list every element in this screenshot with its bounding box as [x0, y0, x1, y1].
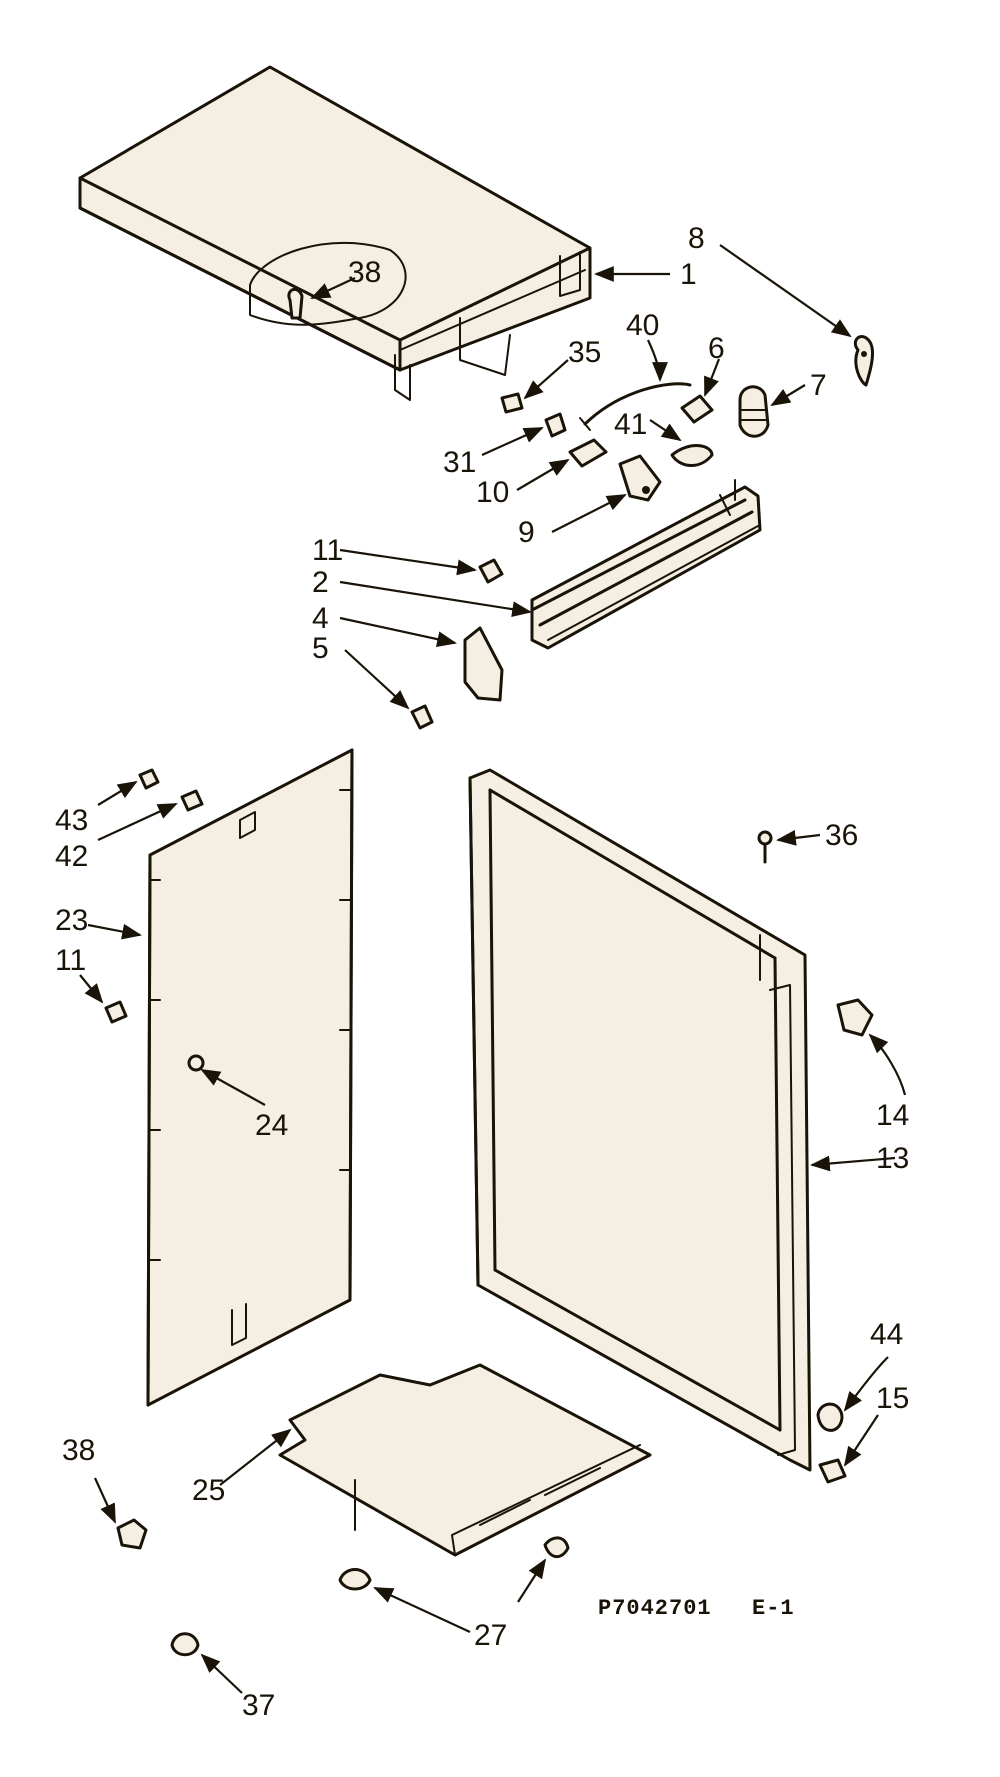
callout-23: 23	[55, 904, 88, 937]
callout-37: 37	[242, 1689, 275, 1722]
bottom-plate	[278, 1363, 652, 1557]
callout-44: 44	[870, 1318, 903, 1351]
callout-2: 2	[312, 566, 329, 599]
diagram-code: P7042701	[598, 1596, 712, 1621]
callout-11-side: 11	[55, 944, 86, 977]
callout-24: 24	[255, 1109, 288, 1142]
top-cover	[78, 65, 592, 401]
screw-15	[818, 1458, 847, 1484]
callout-14: 14	[876, 1099, 909, 1132]
callout-15: 15	[876, 1382, 909, 1415]
callout-4: 4	[312, 602, 329, 635]
wire-40	[579, 382, 692, 431]
callout-6: 6	[708, 332, 725, 365]
callout-35: 35	[568, 336, 601, 369]
screw-11-lower	[104, 1000, 128, 1024]
side-panel	[146, 748, 354, 1407]
callout-1: 1	[680, 258, 697, 291]
clip-24	[187, 1054, 205, 1072]
callout-8: 8	[688, 222, 705, 255]
rear-panel	[468, 768, 812, 1472]
screw-35	[500, 392, 524, 414]
callout-9: 9	[518, 516, 535, 549]
callout-42: 42	[55, 840, 88, 873]
callout-41: 41	[614, 408, 647, 441]
pin-36	[757, 830, 773, 864]
callout-11-top: 11	[312, 534, 343, 567]
callout-38-bottom: 38	[62, 1434, 95, 1467]
latch-7	[738, 385, 770, 438]
screw-43	[138, 768, 160, 790]
screw-42	[180, 789, 204, 812]
callout-7: 7	[810, 369, 827, 402]
callout-10: 10	[476, 476, 509, 509]
callout-13: 13	[876, 1142, 909, 1175]
plate-9	[618, 454, 662, 502]
switch-10	[568, 438, 608, 468]
callouts: 1 8 38 40 6 35 7 41 31 10 9 11 2 4 5 43 …	[55, 222, 909, 1722]
clip-6	[680, 394, 714, 424]
callout-5: 5	[312, 632, 329, 665]
callout-25: 25	[192, 1474, 225, 1507]
foot-27	[338, 1536, 570, 1591]
foot-44	[816, 1402, 844, 1432]
end-cap-4	[463, 626, 504, 702]
callout-38-top: 38	[348, 256, 381, 289]
callout-40: 40	[626, 309, 659, 342]
callout-31: 31	[443, 446, 476, 479]
screw-31	[544, 412, 567, 438]
spring-41	[670, 444, 714, 467]
hinge-bar	[530, 479, 762, 650]
diagram-section: E-1	[752, 1596, 795, 1621]
clip-38-lower	[116, 1518, 148, 1550]
callout-27: 27	[474, 1619, 507, 1652]
clip-37	[170, 1632, 200, 1657]
latch-bracket-8	[853, 335, 874, 387]
screw-11-upper	[478, 558, 504, 584]
callout-36: 36	[825, 819, 858, 852]
screw-14	[836, 998, 874, 1037]
leader-lines	[79, 244, 907, 1694]
callout-43: 43	[55, 804, 88, 837]
screw-5	[410, 704, 434, 730]
